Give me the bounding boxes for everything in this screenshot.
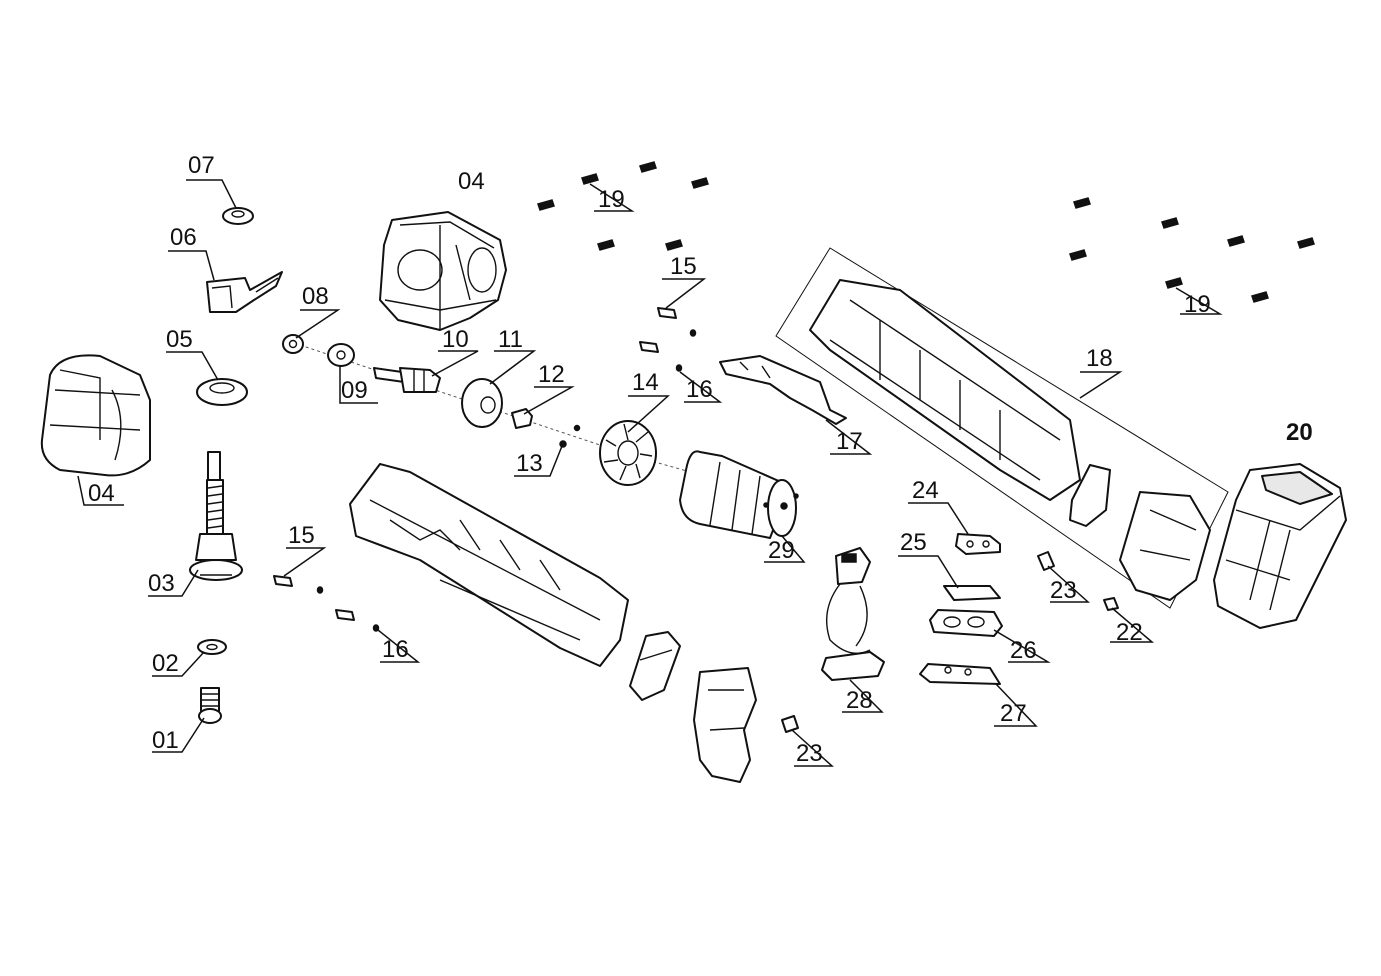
part-28-switch (821, 547, 885, 681)
part-09-washer (327, 343, 355, 367)
callout-03: 03 (148, 570, 175, 597)
callout-06: 06 (170, 224, 197, 251)
part-23-brush-right (1037, 551, 1055, 571)
callout-27: 27 (1000, 700, 1027, 727)
callout-18: 18 (1086, 345, 1113, 372)
part-27-plate (919, 663, 1001, 685)
callout-04-top: 04 (458, 168, 485, 195)
callout-09: 09 (341, 377, 368, 404)
callout-05: 05 (166, 326, 193, 353)
callout-20: 20 (1286, 419, 1313, 446)
callout-11: 11 (498, 326, 523, 353)
callout-04-left: 04 (88, 480, 115, 507)
callout-19-right: 19 (1184, 291, 1211, 318)
part-12-block (511, 408, 533, 429)
callout-19-middle: 19 (598, 186, 625, 213)
part-17-slider (719, 355, 847, 425)
callout-02: 02 (152, 650, 179, 677)
callout-13: 13 (516, 450, 543, 477)
part-14-fan (599, 420, 657, 486)
part-26-cover (929, 609, 1003, 637)
part-08-washer (282, 334, 304, 354)
callout-24: 24 (912, 477, 939, 504)
part-23-brush-bottom (781, 715, 799, 733)
part-20-battery (1213, 463, 1347, 629)
callout-23-bottom: 23 (796, 740, 823, 767)
callout-14: 14 (632, 369, 659, 396)
part-13-pin (559, 424, 581, 448)
part-29-motor (679, 450, 799, 539)
part-end-cap-lower (693, 667, 757, 783)
callout-01: 01 (152, 727, 179, 754)
part-18-housing-half (775, 247, 1229, 609)
part-15-screws-upper (639, 307, 697, 372)
part-03-spindle (189, 451, 243, 581)
part-24-contact (955, 533, 1001, 555)
part-07-ring (222, 207, 254, 225)
callout-22: 22 (1116, 619, 1143, 646)
part-10-shaft (373, 367, 441, 393)
part-19-screws-middle (537, 161, 709, 251)
part-11-bearing (461, 378, 503, 428)
callout-25: 25 (900, 529, 927, 556)
part-05-bearing (196, 378, 248, 406)
callout-28: 28 (846, 687, 873, 714)
part-19-screws-right (1069, 197, 1315, 303)
callout-16-bottom: 16 (382, 636, 409, 663)
part-fan-guide-lower (629, 631, 681, 701)
callout-15-bottom: 15 (288, 522, 315, 549)
leader-lines (77, 179, 1223, 767)
part-04-gear-housing (379, 211, 507, 331)
part-25-plate (943, 585, 1001, 601)
part-housing-half-lower (349, 463, 629, 667)
callout-12: 12 (538, 361, 565, 388)
part-15-screws-lower (273, 575, 380, 632)
callout-16-top: 16 (686, 376, 713, 403)
callout-26: 26 (1010, 637, 1037, 664)
callout-15-top: 15 (670, 253, 697, 280)
callout-08: 08 (302, 283, 329, 310)
callout-29: 29 (768, 537, 795, 564)
part-02-washer (197, 639, 227, 655)
part-06-lever (206, 271, 283, 313)
callout-labels: 07 06 05 04 03 02 01 04 08 09 10 11 12 1… (88, 152, 1313, 767)
part-01-screw (198, 687, 222, 724)
callout-17: 17 (836, 428, 863, 455)
callout-07: 07 (188, 152, 215, 179)
callout-10: 10 (442, 326, 469, 353)
callout-23-right: 23 (1050, 577, 1077, 604)
part-22-spring (1103, 597, 1119, 611)
part-04-housing-cover-left (40, 354, 151, 477)
